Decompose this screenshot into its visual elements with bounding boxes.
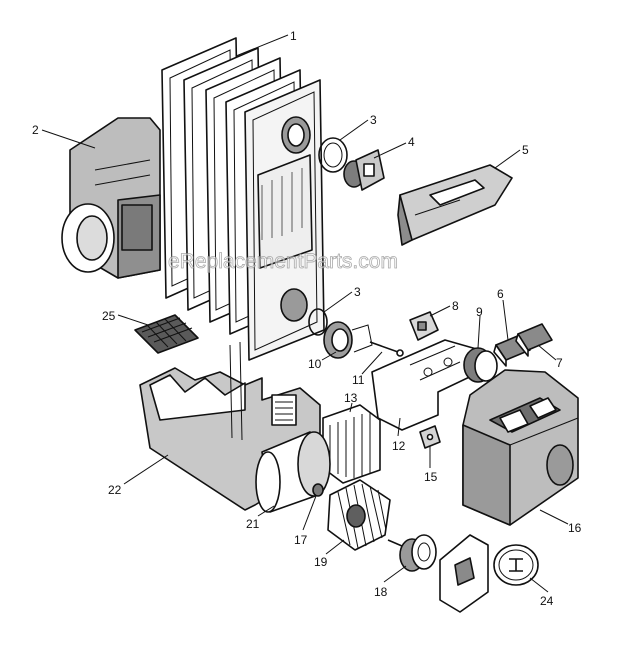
part-19-fan-wheel	[327, 479, 391, 551]
leader-3a	[339, 119, 369, 141]
part-17-bushing	[312, 483, 324, 497]
leader-24	[529, 577, 549, 593]
callout-17: 17	[294, 533, 308, 547]
part-9-knob	[463, 347, 498, 383]
part-25-filter-grille	[134, 314, 199, 354]
leader-2	[41, 129, 96, 149]
callout-13: 13	[344, 391, 358, 405]
part-24-label-disc	[493, 544, 539, 586]
part-1-radiator-fins	[161, 37, 325, 361]
callout-11: 11	[352, 373, 365, 387]
part-16-control-box	[462, 369, 579, 526]
leader-11	[361, 351, 383, 375]
leader-3b	[323, 291, 353, 313]
leader-1	[235, 34, 289, 57]
part-13-heating-element	[322, 404, 381, 484]
leader-8	[429, 305, 451, 317]
callout-16: 16	[568, 521, 582, 535]
part-18-knob	[387, 534, 437, 572]
callout-7: 7	[556, 356, 563, 370]
leader-10	[321, 351, 337, 361]
callout-3-upper: 3	[370, 113, 377, 127]
part-2-rear-housing	[61, 117, 161, 279]
callout-12: 12	[392, 439, 406, 453]
part-15-connector	[419, 425, 441, 449]
callout-18: 18	[374, 585, 388, 599]
leader-19	[325, 539, 345, 555]
part-21-motor-housing	[255, 431, 331, 513]
leader-13	[349, 402, 353, 413]
cover-plate	[439, 534, 489, 613]
part-3-upper-gasket	[318, 137, 348, 173]
leader-6	[502, 299, 509, 341]
part-3-lower-gasket	[308, 308, 328, 336]
leader-12	[397, 417, 401, 437]
leader-18	[383, 565, 407, 583]
part-7-switch-button	[515, 323, 553, 357]
part-4-valve-plug	[343, 149, 385, 191]
leader-lines	[41, 34, 569, 593]
watermark-text: eReplacementParts.com	[168, 250, 398, 273]
callout-2: 2	[32, 123, 39, 137]
leader-5	[494, 149, 521, 169]
callout-24: 24	[540, 594, 554, 608]
leader-16	[539, 509, 569, 525]
callout-19: 19	[314, 555, 328, 569]
leader-22	[123, 454, 169, 485]
callout-5: 5	[522, 143, 529, 157]
part-5-top-cover	[397, 164, 513, 246]
leader-4	[373, 142, 407, 159]
leader-21	[257, 505, 275, 517]
callout-6: 6	[497, 287, 504, 301]
callout-9: 9	[476, 305, 483, 319]
part-10-coupling	[323, 321, 373, 359]
callout-21: 21	[246, 517, 260, 531]
leader-17	[302, 495, 317, 531]
leader-9	[477, 315, 481, 349]
callout-4: 4	[408, 135, 415, 149]
part-12-bracket	[371, 339, 481, 431]
leader-7	[537, 344, 557, 361]
callout-8: 8	[452, 299, 459, 313]
callout-25: 25	[102, 309, 116, 323]
callout-15: 15	[424, 470, 438, 484]
leader-25	[117, 314, 149, 326]
part-11-pin	[369, 341, 404, 357]
callout-3-lower: 3	[354, 285, 361, 299]
callout-10: 10	[308, 357, 322, 371]
callout-1: 1	[290, 29, 297, 43]
part-8-clip	[409, 311, 439, 341]
callout-labels: 1 2 3 4 5 3 8 6 25 9 10 11 7 13 12 22 15…	[32, 29, 582, 608]
callout-22: 22	[108, 483, 122, 497]
